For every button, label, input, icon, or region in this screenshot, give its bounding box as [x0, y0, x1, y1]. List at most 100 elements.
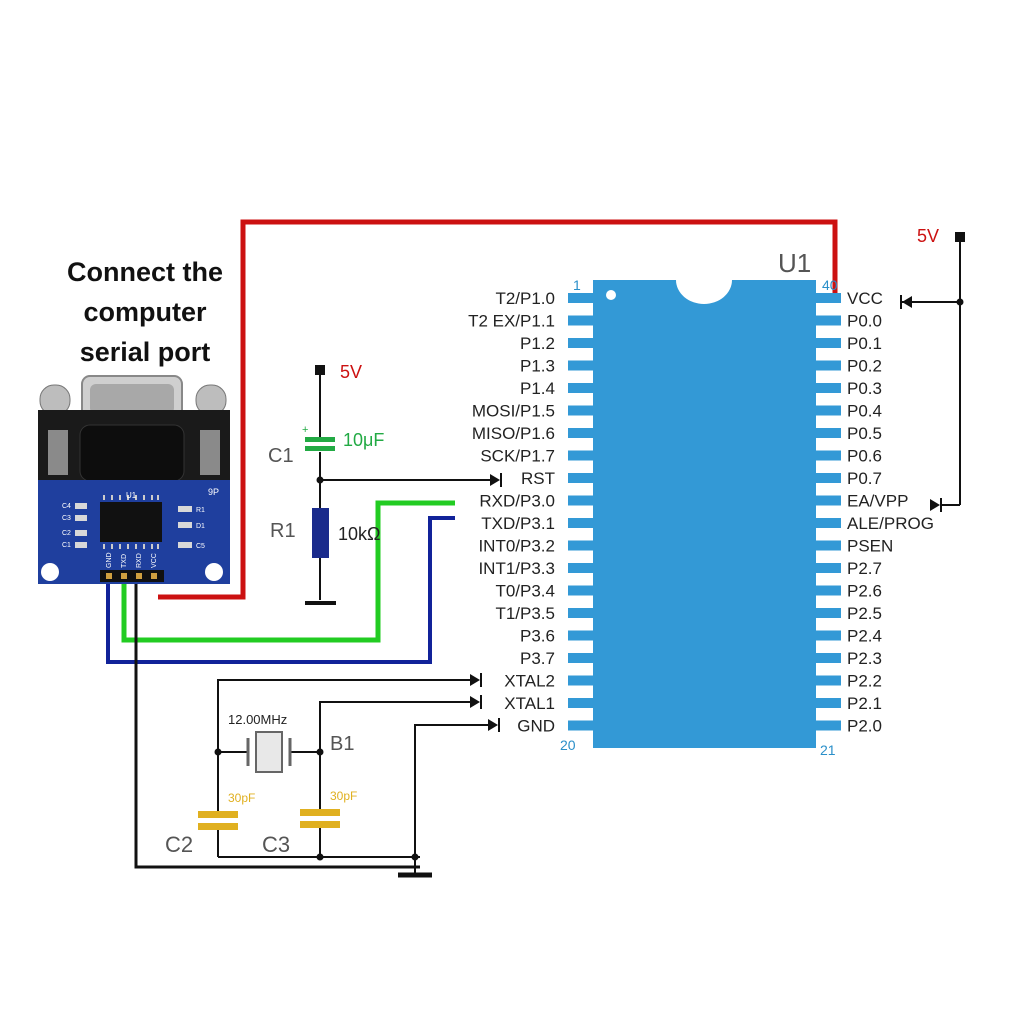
header-pin-vcc: VCC — [151, 553, 158, 568]
pin-label-miso-p1-6: MISO/P1.6 — [472, 424, 555, 443]
pin-p2-4 — [816, 630, 841, 641]
module-ic — [100, 502, 162, 542]
pin-label-p2-3: P2.3 — [847, 649, 882, 668]
module-header — [100, 570, 164, 582]
pin-rxd-p3-0 — [568, 495, 593, 506]
rxd-wire — [121, 500, 455, 643]
title-line: Connect the — [66, 257, 223, 287]
pin-label-p2-0: P2.0 — [847, 717, 882, 736]
module-component-c1: C1 — [62, 542, 71, 549]
pin-p2-7 — [816, 563, 841, 573]
pin-label-p0-6: P0.6 — [847, 447, 882, 466]
chip-body — [593, 280, 816, 748]
r1-value: 10kΩ — [338, 524, 380, 544]
pin-p0-2 — [816, 360, 841, 371]
pin-p2-6 — [816, 585, 841, 596]
module-component-c2: C2 — [62, 530, 71, 537]
pin-int1-p3-3 — [568, 563, 593, 573]
header-pin-txd: TXD — [121, 554, 128, 568]
pin-p0-5 — [816, 428, 841, 438]
pin-label-p2-7: P2.7 — [847, 559, 882, 578]
c3-capacitor — [300, 809, 340, 828]
pin-p1-2 — [568, 338, 593, 348]
pin-p1-4 — [568, 383, 593, 393]
c1-name: C1 — [268, 445, 294, 467]
power-label-right: 5V — [917, 226, 939, 246]
pin-p3-7 — [568, 653, 593, 663]
header-pin-rxd: RXD — [136, 553, 143, 568]
pin-label-xtal2: XTAL2 — [504, 672, 555, 691]
pin-label-p3-6: P3.6 — [520, 627, 555, 646]
c1-value: 10μF — [343, 430, 384, 450]
pin-label-txd-p3-1: TXD/P3.1 — [481, 514, 555, 533]
pin-label-p1-3: P1.3 — [520, 357, 555, 376]
crystal-value: 12.00MHz — [228, 712, 287, 727]
pin-label-t1-p3-5: T1/P3.5 — [495, 604, 555, 623]
pin-txd-p3-1 — [568, 518, 593, 528]
module-header-labels: GND TXD RXD VCC — [106, 552, 158, 568]
pin-label-p2-5: P2.5 — [847, 604, 882, 623]
microcontroller-u1: T2/P1.0T2 EX/P1.1P1.2P1.3P1.4MOSI/P1.5MI… — [468, 280, 934, 748]
pin-ea-vpp — [816, 495, 841, 506]
pin-t0-p3-4 — [568, 585, 593, 596]
left-pin-group: T2/P1.0T2 EX/P1.1P1.2P1.3P1.4MOSI/P1.5MI… — [468, 289, 593, 736]
module-chip-label: U1 — [126, 491, 137, 500]
pin-p0-7 — [816, 473, 841, 483]
pin-label-p0-1: P0.1 — [847, 334, 882, 353]
pin-label-int1-p3-3: INT1/P3.3 — [478, 559, 555, 578]
vcc-5v-rail — [900, 232, 965, 512]
pin-p0-4 — [816, 405, 841, 416]
pin-label-p0-5: P0.5 — [847, 424, 882, 443]
header-pin-gnd: GND — [106, 552, 113, 568]
pin-p0-1 — [816, 338, 841, 348]
pin-label-int0-p3-2: INT0/P3.2 — [478, 537, 555, 556]
r1-resistor — [312, 508, 329, 558]
pin-mosi-p1-5 — [568, 405, 593, 416]
module-component-c5: C5 — [196, 543, 205, 550]
pin-xtal1 — [568, 698, 593, 708]
module-component-r1: R1 — [196, 507, 205, 514]
pin-p2-5 — [816, 608, 841, 618]
c2-name: C2 — [165, 832, 193, 857]
pin-label-gnd: GND — [517, 717, 555, 736]
rs232-module — [38, 375, 230, 584]
pin-p2-0 — [816, 720, 841, 731]
pin-t2-ex-p1-1 — [568, 315, 593, 326]
c3-name: C3 — [262, 832, 290, 857]
reset-network — [305, 365, 502, 605]
c2-capacitor — [198, 811, 238, 830]
pin-p3-6 — [568, 630, 593, 641]
pin-label-psen: PSEN — [847, 537, 893, 556]
pin-number-1: 1 — [573, 277, 581, 293]
pin-label-ale-prog: ALE/PROG — [847, 514, 934, 533]
pin-label-p0-7: P0.7 — [847, 469, 882, 488]
right-pin-group: VCCP0.0P0.1P0.2P0.3P0.4P0.5P0.6P0.7EA/VP… — [816, 289, 934, 736]
module-board-label: 9P — [208, 487, 219, 497]
pin-number-40: 40 — [822, 277, 838, 293]
txd-wire — [106, 516, 455, 664]
gnd-wire — [134, 582, 420, 869]
pin-rst — [568, 473, 593, 483]
title-callout: Connect the computer serial port — [40, 252, 250, 372]
r1-name: R1 — [270, 520, 296, 542]
vcc-wire — [158, 219, 838, 600]
pin-label-p0-4: P0.4 — [847, 402, 882, 421]
pin-label-t2-p1-0: T2/P1.0 — [495, 289, 555, 308]
pin-xtal2 — [568, 675, 593, 686]
pin-p2-1 — [816, 698, 841, 708]
pin-label-vcc: VCC — [847, 289, 883, 308]
pin-miso-p1-6 — [568, 428, 593, 438]
module-component-c3: C3 — [62, 515, 71, 522]
module-component-d1: D1 — [196, 523, 205, 530]
pin-label-p3-7: P3.7 — [520, 649, 555, 668]
pin-label-p0-2: P0.2 — [847, 357, 882, 376]
pin-label-p2-4: P2.4 — [847, 627, 882, 646]
pin-number-20: 20 — [560, 737, 576, 753]
pin-label-p2-1: P2.1 — [847, 694, 882, 713]
power-label-left: 5V — [340, 362, 362, 382]
pin-t2-p1-0 — [568, 293, 593, 303]
chip-label: U1 — [778, 248, 811, 278]
oscillator-network — [214, 673, 500, 878]
